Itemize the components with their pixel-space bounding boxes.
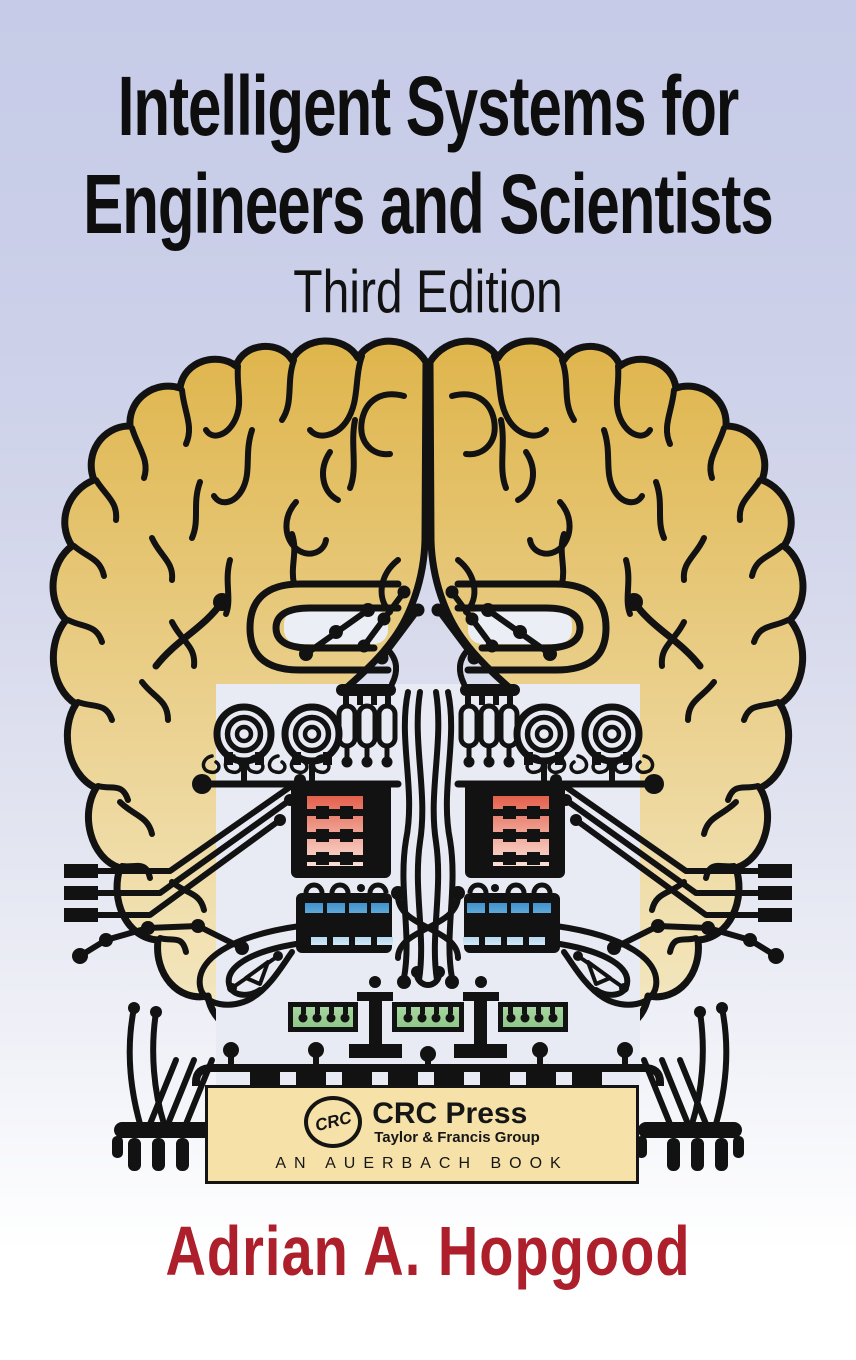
via-dot-icon [72, 919, 249, 964]
circuit-trace-icon [64, 531, 426, 1171]
chip-pad-row [250, 1072, 602, 1088]
author-name: Adrian A. Hopgood [165, 1211, 691, 1290]
publisher-box: CRC CRC Press Taylor & Francis Group AN … [205, 1085, 639, 1184]
crc-logo: CRC [304, 1096, 363, 1148]
connector-icon [64, 774, 306, 922]
publisher-imprint: AN AUERBACH BOOK [275, 1155, 569, 1172]
resistor-icon [336, 684, 398, 768]
connector-icon [112, 1002, 220, 1171]
diode-icon [196, 923, 303, 1008]
publisher-name: CRC Press [372, 1097, 528, 1131]
crc-logo-monogram: CRC [312, 1107, 354, 1136]
edition-label: Third Edition [293, 259, 563, 326]
connector-icon [288, 976, 402, 1058]
publisher-names: CRC Press Taylor & Francis Group [372, 1098, 540, 1145]
chip-icon [291, 782, 391, 878]
circuit-center [192, 886, 664, 1088]
brain-circuit-illustration [49, 330, 856, 1210]
publisher-row: CRC CRC Press Taylor & Francis Group [304, 1096, 540, 1148]
book-title-line2: Engineers and Scientists [83, 157, 774, 252]
brain-gyri-lines [65, 353, 407, 955]
book-title-line1: Intelligent Systems for [117, 59, 739, 154]
chip-icon [296, 882, 393, 953]
publisher-group: Taylor & Francis Group [374, 1128, 540, 1146]
